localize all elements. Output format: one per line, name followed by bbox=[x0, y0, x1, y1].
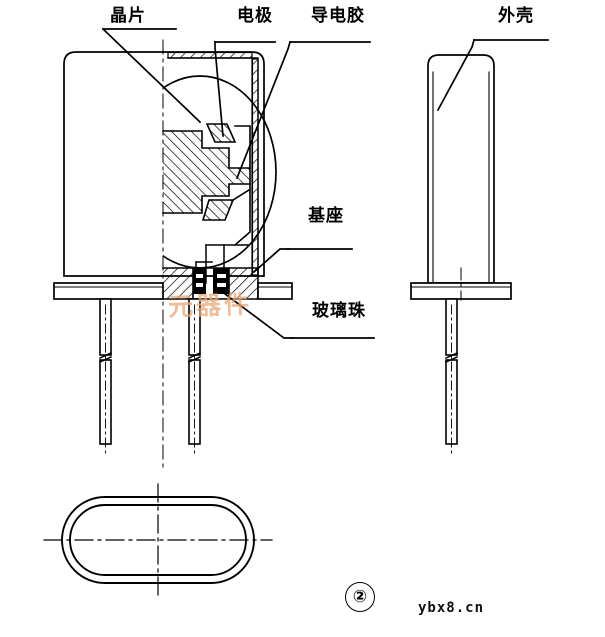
right-view-can-inner-line bbox=[432, 71, 490, 284]
leader-glass-bead-line bbox=[219, 289, 293, 339]
label-base: 基座 bbox=[308, 206, 344, 226]
site-watermark: ybx8.cn bbox=[418, 600, 485, 616]
leader-crystal-line bbox=[101, 27, 202, 124]
leader-adhesive-line bbox=[235, 40, 292, 180]
crystal-and-electrode-outline bbox=[162, 123, 251, 221]
right-view-lead-break bbox=[445, 352, 458, 363]
glass-bead-seals bbox=[193, 268, 229, 294]
label-glass-bead: 玻璃珠 bbox=[312, 301, 366, 321]
left-view-lead-centerlines bbox=[105, 304, 195, 457]
label-shell: 外壳 bbox=[498, 6, 534, 26]
label-conductive-adhesive: 导电胶 bbox=[311, 6, 365, 26]
left-view-lead-breaks bbox=[99, 352, 201, 363]
right-view-can-outline bbox=[427, 54, 495, 284]
label-electrode: 电极 bbox=[237, 6, 273, 26]
callout-leaders bbox=[101, 27, 549, 339]
leader-shell-line bbox=[436, 38, 476, 112]
base-section bbox=[163, 268, 258, 299]
can-wall-section-hatch bbox=[168, 52, 258, 275]
glass-bead-highlights bbox=[196, 274, 226, 287]
conductive-adhesive-contact bbox=[231, 125, 251, 247]
leader-electrode-line bbox=[214, 41, 224, 137]
label-crystal: 晶片 bbox=[110, 6, 146, 26]
bottom-view-centerlines bbox=[43, 483, 273, 597]
figure-number: ② bbox=[345, 582, 375, 612]
leader-base-line bbox=[252, 248, 289, 274]
